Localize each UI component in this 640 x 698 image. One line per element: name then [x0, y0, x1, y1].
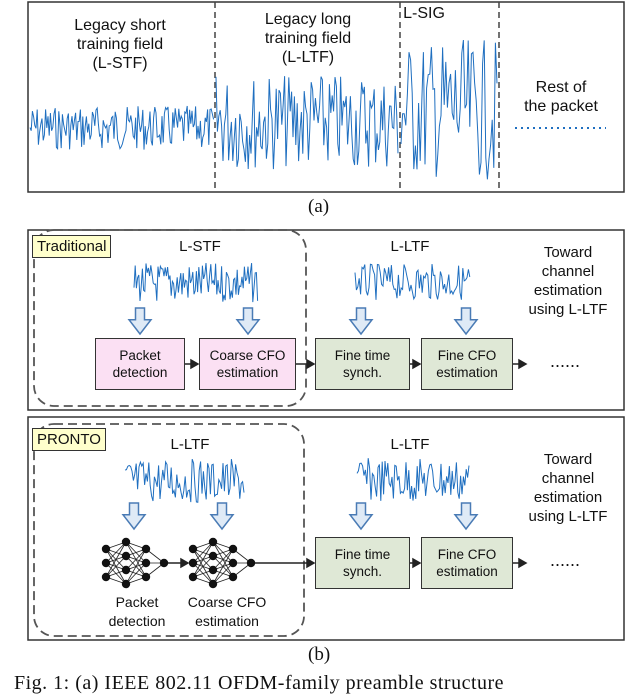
trad-right-signal-label: L-LTF	[390, 238, 430, 255]
panel-traditional-frame	[27, 229, 625, 411]
nn-node	[121, 565, 131, 575]
pronto-ellipsis: ......	[549, 550, 580, 570]
pronto-nn-coarse-label: Coarse CFO estimation	[187, 594, 267, 629]
stf-label: Legacy short training field (L-STF)	[74, 17, 166, 72]
pronto-tag: PRONTO	[32, 428, 106, 451]
trad-toward-label: Toward channel estimation using L-LTF	[528, 244, 608, 318]
nn-node	[101, 558, 111, 568]
panel-a-frame	[27, 1, 625, 193]
nn-node	[141, 572, 151, 582]
waveform-ltf	[215, 76, 399, 170]
nn-node	[141, 544, 151, 554]
traditional-tag: Traditional	[32, 235, 112, 258]
pronto-ltf-waveform-left	[124, 459, 245, 503]
nn-node	[188, 572, 198, 582]
trad-left-signal-label: L-STF	[179, 238, 221, 255]
waveform-sig	[400, 39, 498, 180]
flow-arrows-traditional	[185, 358, 528, 370]
nn-node	[208, 537, 218, 547]
down-arrow-icon	[121, 502, 147, 531]
down-arrow-icon	[348, 502, 374, 531]
down-arrow-icon	[127, 307, 153, 336]
panel-pronto-frame	[27, 416, 625, 641]
trad-coarse-cfo-box: Coarse CFO estimation	[199, 338, 296, 390]
nn-node	[228, 544, 238, 554]
neural-network-icon-coarse	[188, 537, 256, 589]
ltf-label: Legacy long training field (L-LTF)	[264, 11, 352, 66]
down-arrows	[121, 307, 479, 531]
rest-label: Rest of the packet	[524, 79, 598, 115]
nn-node	[188, 544, 198, 554]
down-arrow-icon	[209, 502, 235, 531]
neural-network-icon-packet	[101, 537, 169, 589]
trad-fine-time-box: Fine time synch.	[315, 338, 410, 390]
nn-node	[121, 537, 131, 547]
nn-node	[246, 558, 256, 568]
nn-node	[228, 558, 238, 568]
trad-fine-cfo-box: Fine CFO estimation	[421, 338, 513, 390]
down-arrow-icon	[348, 307, 374, 336]
pronto-fine-cfo-box: Fine CFO estimation	[421, 537, 513, 589]
nn-node	[121, 579, 131, 589]
nn-node	[159, 558, 169, 568]
pronto-left-signal-label: L-LTF	[170, 436, 210, 453]
down-arrow-icon	[235, 307, 261, 336]
pronto-dashed-group	[33, 423, 305, 637]
preamble-waveform	[29, 39, 498, 180]
nn-node	[208, 565, 218, 575]
pronto-right-signal-label: L-LTF	[390, 436, 430, 453]
trad-stf-waveform	[133, 262, 259, 303]
caption-a: (a)	[308, 196, 330, 217]
nn-node	[188, 558, 198, 568]
pronto-toward-label: Toward channel estimation using L-LTF	[528, 451, 608, 525]
down-arrow-icon	[453, 502, 479, 531]
small-waveforms	[124, 262, 471, 503]
caption-b: (b)	[308, 644, 331, 665]
sig-label: L-SIG	[403, 5, 445, 22]
down-arrow-icon	[453, 307, 479, 336]
pronto-fine-time-box: Fine time synch.	[315, 537, 410, 589]
nn-node	[141, 558, 151, 568]
trad-packet-detection-box: Packet detection	[95, 338, 185, 390]
pronto-nn-packet-label: Packet detection	[108, 594, 166, 629]
nn-node	[208, 551, 218, 561]
pronto-ltf-waveform-right	[356, 458, 470, 501]
nn-node	[228, 572, 238, 582]
flow-arrows-pronto	[168, 557, 528, 569]
nn-node	[208, 579, 218, 589]
trad-ellipsis: ......	[549, 351, 580, 371]
traditional-dashed-group	[33, 229, 307, 407]
figure-caption: Fig. 1: (a) IEEE 802.11 OFDM-family prea…	[14, 672, 505, 694]
trad-ltf-waveform	[354, 263, 471, 301]
nn-node	[101, 544, 111, 554]
waveform-stf	[29, 105, 215, 151]
nn-node	[101, 572, 111, 582]
nn-node	[121, 551, 131, 561]
